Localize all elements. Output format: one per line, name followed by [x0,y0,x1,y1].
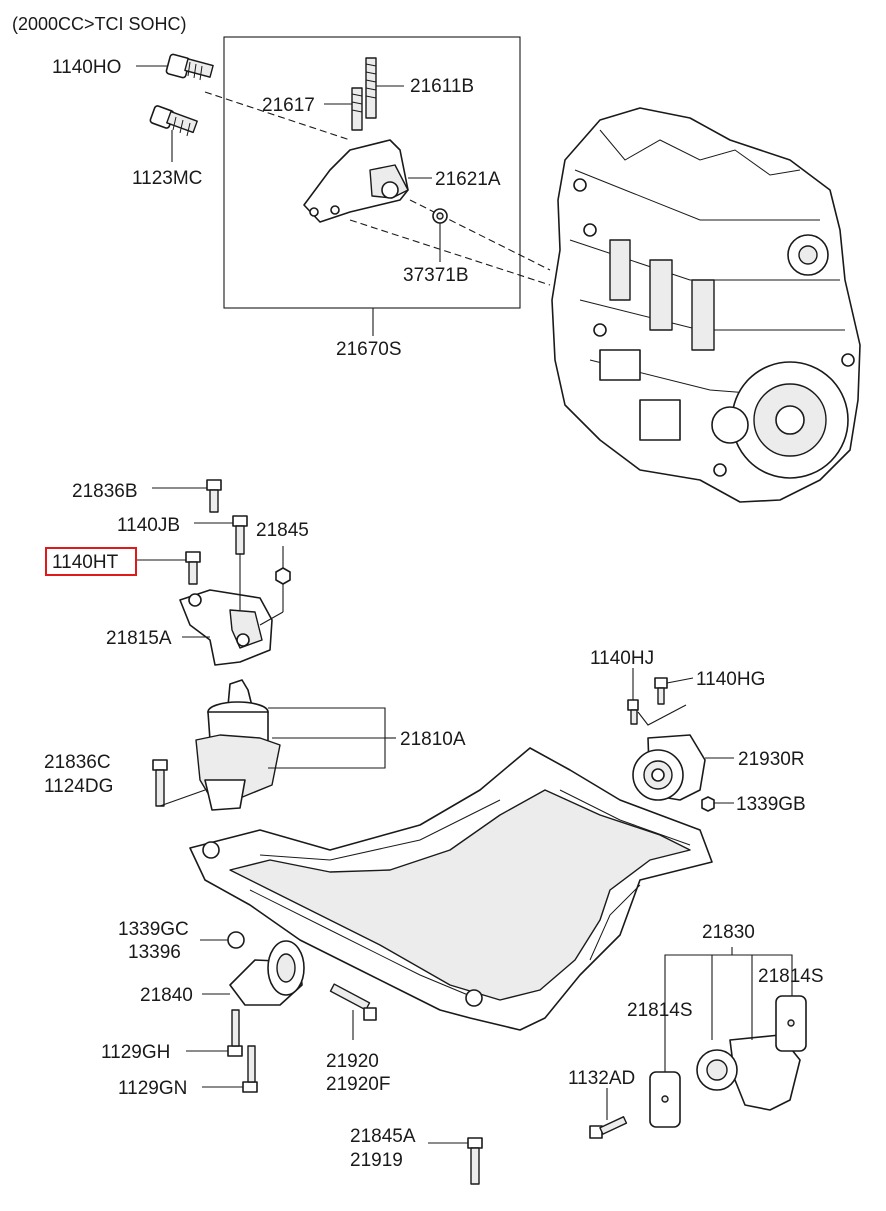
engine-note: (2000CC>TCI SOHC) [12,14,187,34]
bolt-1140HG [654,677,668,705]
label-21836B: 21836B [72,481,138,502]
bracket-21621A [303,139,409,223]
bolt-1132AD [589,1116,628,1139]
label-21830: 21830 [702,922,755,943]
highlight-box-1140HT [45,547,137,576]
mount-21840 [227,931,305,1006]
label-21814S-left: 21814S [627,1000,693,1021]
label-21920F: 21920F [326,1074,390,1095]
bolt-1140HT [185,551,201,585]
bolt-21836B [206,479,222,513]
label-37371B: 37371B [403,265,469,286]
label-21611B: 21611B [410,76,474,97]
label-1132AD: 1132AD [568,1068,635,1089]
label-1140HO: 1140HO [52,57,121,78]
stud-21617 [351,87,363,131]
stud-21611B [365,57,377,119]
label-21840: 21840 [140,985,193,1006]
mount-21930R [632,734,706,801]
bolt-1129GH [227,1009,243,1057]
bolt-1140HO [165,53,214,81]
bolt-1140HJ [627,699,639,725]
label-21845A: 21845A [350,1126,416,1147]
bolt-1123MC [149,105,198,137]
bolt-21845A [467,1137,483,1185]
label-21621A: 21621A [435,169,501,190]
label-1140HG: 1140HG [696,669,765,690]
label-1140HJ: 1140HJ [590,648,654,669]
part-labels: 1140HO 1123MC 21617 21611B 21621A 37371B… [44,57,824,1171]
label-1339GC: 1339GC [118,919,189,940]
bolt-21836C [152,759,168,807]
label-1129GH: 1129GH [101,1042,170,1063]
label-13396: 13396 [128,942,181,963]
crossmember-21920 [189,747,713,1031]
bolt-1129GN [242,1045,258,1093]
pad-21814S-right [775,995,807,1052]
label-1339GB: 1339GB [736,794,806,815]
label-21810A: 21810A [400,729,466,750]
label-21814S-right: 21814S [758,966,824,987]
subassembly-frame [223,36,521,309]
bolt-1140JB [232,515,248,555]
label-21845: 21845 [256,520,309,541]
bracket-21815A [179,589,273,666]
pad-21814S-left [649,1071,681,1128]
engine-block [551,107,861,503]
mount-21810A [195,679,281,811]
label-21919: 21919 [350,1150,403,1171]
label-1140JB: 1140JB [117,515,180,536]
label-21920: 21920 [326,1051,379,1072]
label-1123MC: 1123MC [132,168,202,189]
label-21617: 21617 [262,95,315,116]
label-21836C: 21836C [44,752,111,773]
bolt-21920 [329,983,377,1021]
label-1140HT: 1140HT [52,552,119,573]
mount-21830 [696,1034,801,1111]
label-1129GN: 1129GN [118,1078,187,1099]
label-21670S: 21670S [336,339,402,360]
label-21815A: 21815A [106,628,172,649]
label-1124DG: 1124DG [44,776,113,797]
label-21930R: 21930R [738,749,805,770]
